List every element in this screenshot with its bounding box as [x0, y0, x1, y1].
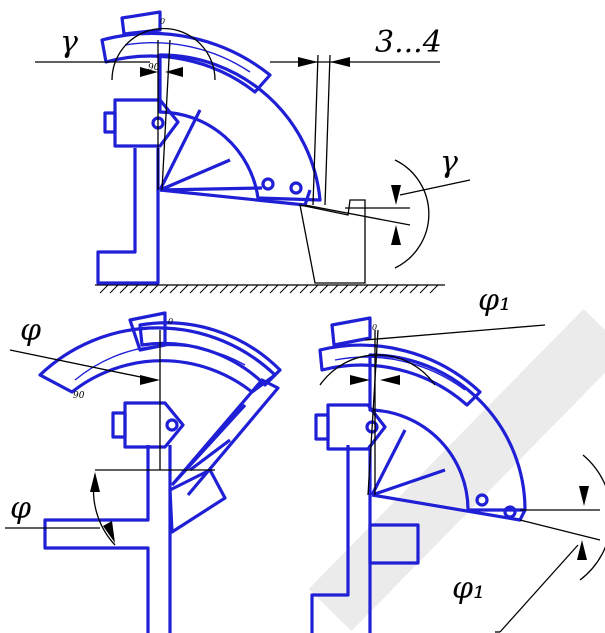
left-clamp-screw — [111, 411, 127, 439]
phi-top-label: φ — [20, 313, 41, 348]
top-stand — [96, 148, 160, 285]
right-clamp-screw — [314, 413, 330, 441]
phi1-right-arrow-1 — [579, 486, 589, 506]
right-ribs — [370, 429, 446, 497]
gamma-right-arrow-2 — [391, 225, 401, 245]
top-view: 0 90 γ 3...4 γ — [35, 10, 471, 294]
top-sector — [158, 53, 322, 202]
left-stand — [43, 445, 172, 633]
top-workpiece — [299, 199, 366, 284]
phi-left-arrow-1 — [90, 472, 100, 492]
gamma-top-arc — [111, 27, 216, 81]
right-scale-arc — [334, 356, 466, 391]
phi1-top-label: φ₁ — [478, 283, 511, 318]
gamma-right-arc — [394, 159, 430, 269]
right-rivet-1 — [475, 493, 489, 507]
right-rivet-2 — [503, 505, 517, 519]
phi1-top-arc — [319, 354, 436, 386]
gamma-right-arrow-1 — [391, 185, 401, 205]
left-view: 0 90 φ φ — [5, 311, 282, 633]
floor-hatch — [99, 284, 439, 294]
left-blades — [170, 378, 280, 497]
gamma-right-leader — [399, 179, 471, 196]
gap-line-1 — [312, 54, 319, 206]
right-sector — [368, 353, 527, 512]
phi1-right-arc — [579, 454, 605, 581]
left-scale-arc — [74, 344, 246, 381]
phi-left-arrow-2 — [103, 521, 115, 543]
top-ribs — [158, 109, 263, 192]
phi-top-leader — [9, 349, 156, 381]
phi1-bottom-label: φ₁ — [452, 571, 485, 606]
gamma-right-label: γ — [440, 145, 458, 180]
phi1-bottom-leader — [499, 544, 579, 633]
phi1-tilt-ref — [367, 329, 379, 496]
left-cutter-tip — [168, 468, 227, 534]
gap-line-2 — [324, 54, 331, 206]
left-sector — [38, 326, 277, 394]
gamma-top-label: γ — [60, 25, 78, 60]
phi-top-arrow — [140, 375, 160, 385]
top-scale-arc — [124, 42, 251, 73]
top-clamp-block — [113, 98, 180, 148]
top-rivet-1 — [261, 177, 275, 191]
top-vernier — [100, 31, 272, 94]
phi1-right-ref — [519, 519, 601, 541]
gap-dimension-label: 3...4 — [375, 25, 442, 60]
phi-left-label: φ — [10, 491, 31, 526]
top-scale-zero: 0 — [160, 17, 165, 26]
left-clamp-block — [123, 401, 185, 449]
right-clamp-block — [326, 403, 387, 451]
phi1-top-arrow-2 — [380, 375, 400, 385]
left-pivot — [165, 418, 179, 432]
right-vernier-head — [330, 316, 372, 347]
phi1-top-arrow-1 — [350, 375, 370, 385]
top-rivet-2 — [289, 181, 303, 195]
top-vernier-head — [120, 10, 162, 36]
top-tilt-ref — [161, 39, 171, 191]
left-scale-ninety: 90 — [73, 391, 85, 401]
left-vernier — [138, 321, 282, 387]
gamma-arrow-right — [165, 67, 183, 77]
right-scale-zero: 0 — [372, 323, 377, 332]
gamma-arrow-left — [140, 67, 158, 77]
right-view: 0 φ₁ φ₁ — [310, 283, 605, 633]
phi1-top-leader — [364, 324, 546, 341]
top-clamp-screw — [103, 111, 117, 134]
gap-arrow-right — [330, 57, 350, 67]
phi1-right-arrow-2 — [577, 540, 587, 560]
right-cutter-tip — [368, 523, 420, 565]
top-scale-ninety: 90 — [148, 63, 160, 73]
left-scale-zero: 0 — [168, 317, 173, 326]
gamma-right-ref — [304, 204, 411, 226]
gap-arrow-left — [298, 57, 318, 67]
